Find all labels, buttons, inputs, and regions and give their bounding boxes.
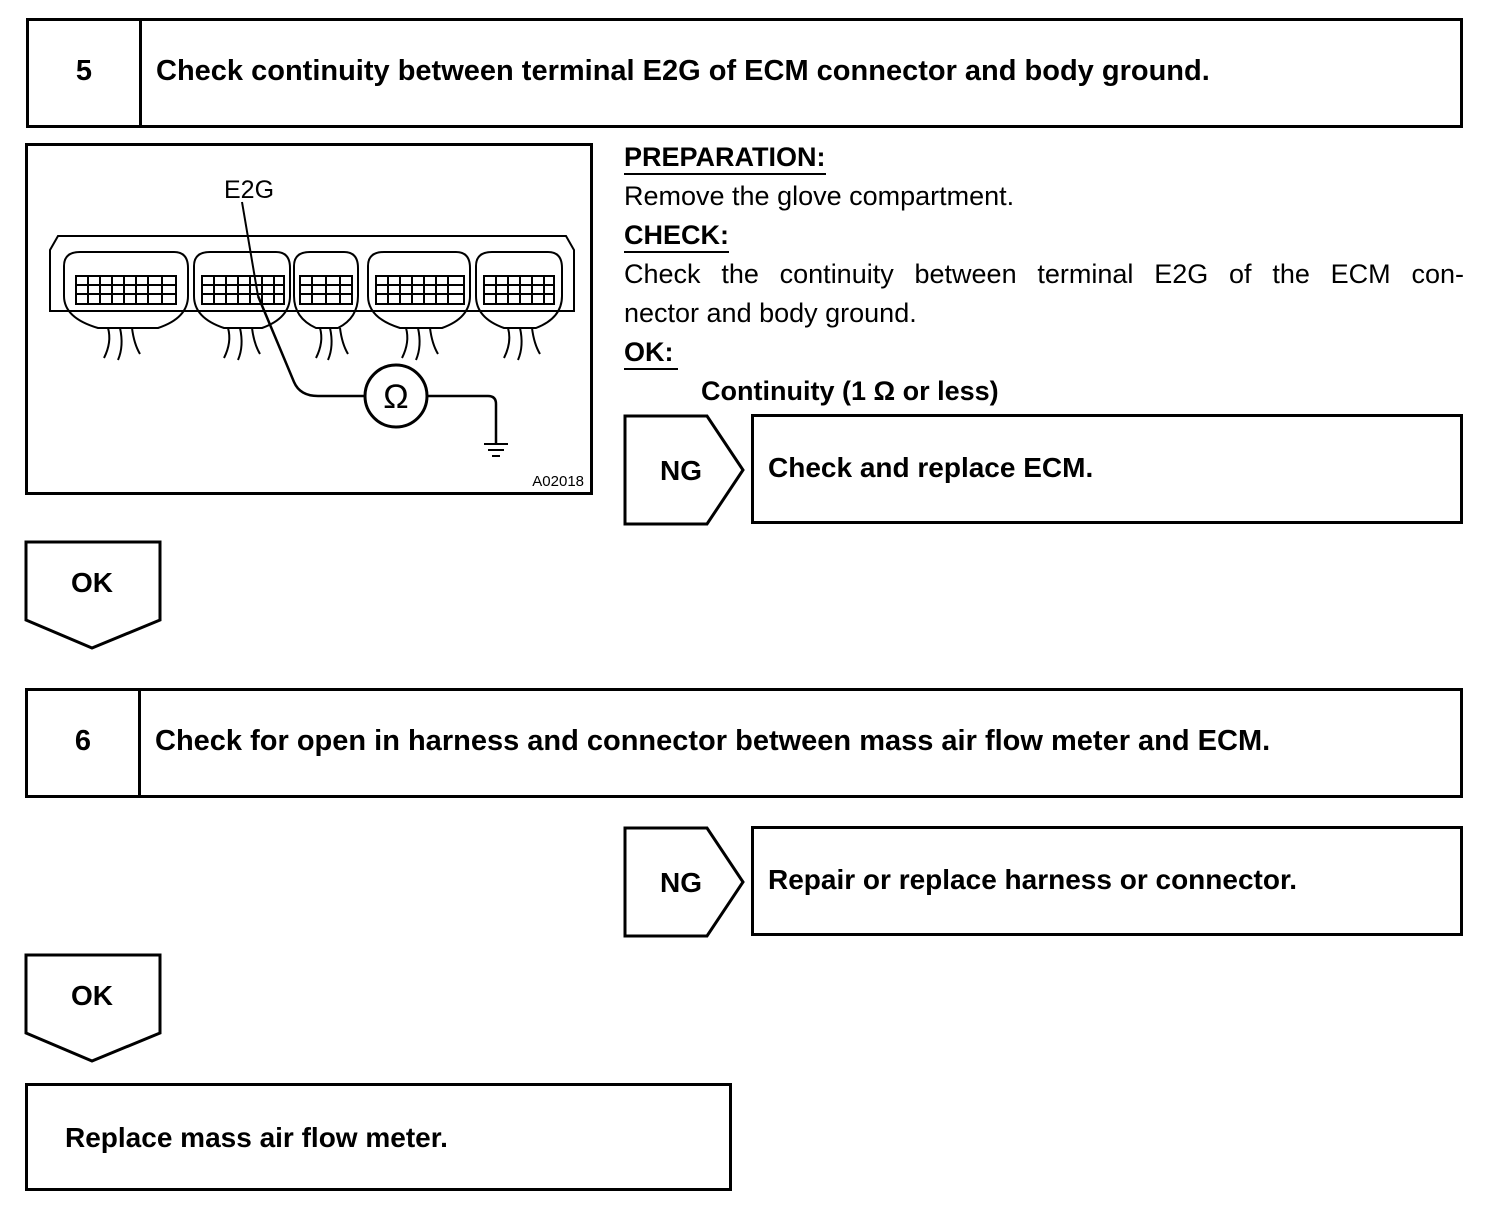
terminal-label: E2G — [224, 176, 274, 204]
ground-icon — [484, 443, 508, 457]
ok-spec-label: OK: — [624, 337, 678, 370]
ecm-connector-diagram: E2G Ω A02018 — [49, 176, 584, 490]
connector-1 — [63, 251, 189, 361]
ok-spec-value: Continuity (1 Ω or less) — [701, 376, 999, 406]
step-5-box: 5 Check continuity between terminal E2G … — [26, 18, 1463, 128]
final-action-box: Replace mass air flow meter. — [25, 1083, 732, 1191]
connector-3 — [293, 251, 359, 361]
connector-4 — [367, 251, 471, 361]
ohmmeter-icon — [363, 363, 429, 429]
ng-action-1-text: Check and replace ECM. — [768, 452, 1094, 483]
preparation-text: Remove the glove compartment. — [624, 181, 1015, 211]
ng-tag-1: NG — [623, 414, 745, 526]
connector-5 — [475, 251, 563, 361]
ng-action-2-text: Repair or replace harness or connector. — [768, 864, 1298, 895]
check-label: CHECK: — [624, 220, 729, 253]
figure-code: A02018 — [532, 473, 584, 490]
final-action-text: Replace mass air flow meter. — [65, 1122, 448, 1153]
ok-tag-2-label: OK — [71, 980, 113, 1011]
ng-tag-2: NG — [623, 826, 745, 938]
connector-2 — [193, 251, 291, 361]
step-6-title: Check for open in harness and connector … — [155, 725, 1271, 757]
ng-action-2-box: Repair or replace harness or connector. — [751, 826, 1463, 936]
ok-tag-1-label: OK — [71, 567, 113, 598]
check-text-line1: Check the continuity between terminal E2… — [624, 259, 1464, 289]
ohm-symbol: Ω — [383, 378, 408, 416]
ng-action-1-box: Check and replace ECM. — [751, 414, 1463, 524]
ok-tag-1: OK — [24, 540, 162, 650]
ok-tag-2: OK — [24, 953, 162, 1063]
preparation-label: PREPARATION: — [624, 142, 826, 175]
step-6-box: 6 Check for open in harness and connecto… — [25, 688, 1463, 798]
check-text-line2: nector and body ground. — [624, 298, 917, 328]
ng-tag-1-label: NG — [660, 455, 702, 486]
step-5-title: Check continuity between terminal E2G of… — [156, 55, 1210, 87]
ng-tag-2-label: NG — [660, 867, 702, 898]
ecm-connector-figure: E2G Ω A02018 — [25, 143, 593, 495]
step-5-number: 5 — [29, 21, 142, 125]
step-6-number: 6 — [28, 691, 141, 795]
